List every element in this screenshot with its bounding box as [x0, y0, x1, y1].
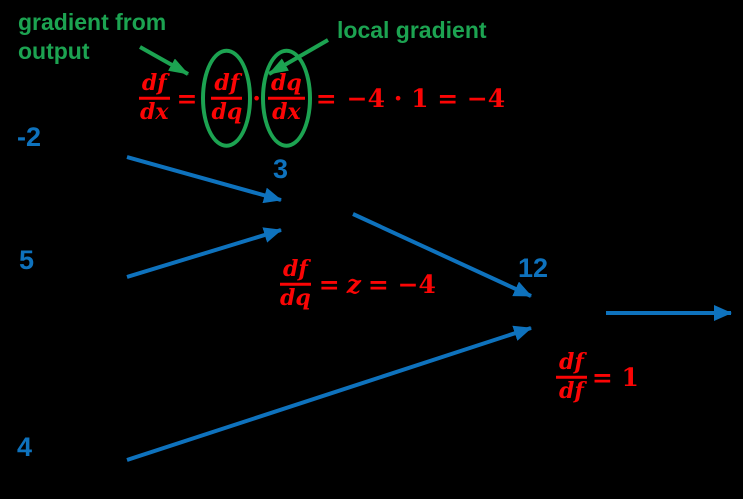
- output-f-value: 12: [518, 253, 549, 283]
- dfdq-formula: df dq = z = −4: [277, 257, 441, 311]
- edge-z-to-f: [126, 325, 532, 462]
- equals-sign: =: [318, 269, 340, 299]
- dfdf-fraction: df df: [556, 350, 587, 404]
- input-z-value: 4: [17, 432, 33, 462]
- dfdq-denominator: dq: [280, 284, 311, 311]
- input-x-value: -2: [17, 122, 42, 152]
- chain-rule-formula: df dx = df dq · dq dx = −4 · 1 = −4: [137, 48, 510, 148]
- dfdq-numerator: df: [279, 257, 311, 286]
- dfdq-numerator: df: [211, 71, 243, 100]
- dfdq-fraction: df dq: [208, 71, 245, 125]
- dfdq-denominator: dq: [211, 98, 243, 125]
- dfdf-denominator: df: [559, 377, 584, 404]
- dfdf-numerator: df: [556, 350, 587, 379]
- dfdf-result: = 1: [591, 362, 639, 392]
- gradient-from-output-label: gradient from output: [18, 8, 166, 66]
- z-variable: z: [346, 269, 361, 299]
- intermediate-q-value: 3: [273, 154, 289, 184]
- chain-rule-result: −4 · 1 = −4: [346, 83, 506, 113]
- local-gradient-circle: dq dx: [260, 48, 312, 148]
- dfdq-fraction: df dq: [277, 257, 314, 311]
- dfdf-formula: df df = 1: [556, 350, 644, 404]
- local-gradient-label: local gradient: [337, 17, 487, 43]
- edge-y-to-q: [126, 227, 282, 279]
- dfdx-numerator: df: [138, 71, 170, 100]
- dqdx-fraction: dq dx: [267, 71, 305, 125]
- multiplication-dot: ·: [252, 83, 261, 113]
- dfdx-fraction: df dx: [137, 71, 172, 125]
- gradient-from-output-line2: output: [18, 38, 90, 64]
- equals-sign: =: [315, 83, 337, 113]
- edge-q-to-f: [352, 212, 532, 298]
- gradient-from-output-arrow: [139, 45, 189, 76]
- dfdx-denominator: dx: [140, 98, 169, 125]
- input-y-value: 5: [19, 245, 35, 275]
- gradient-from-output-line1: gradient from: [18, 9, 167, 35]
- gradient-from-output-circle: df dq: [201, 48, 253, 148]
- dqdx-denominator: dx: [272, 98, 301, 125]
- edge-x-to-q: [126, 155, 282, 204]
- dqdx-numerator: dq: [267, 71, 305, 100]
- dfdq-result: = −4: [367, 269, 436, 299]
- equals-sign: =: [176, 83, 198, 113]
